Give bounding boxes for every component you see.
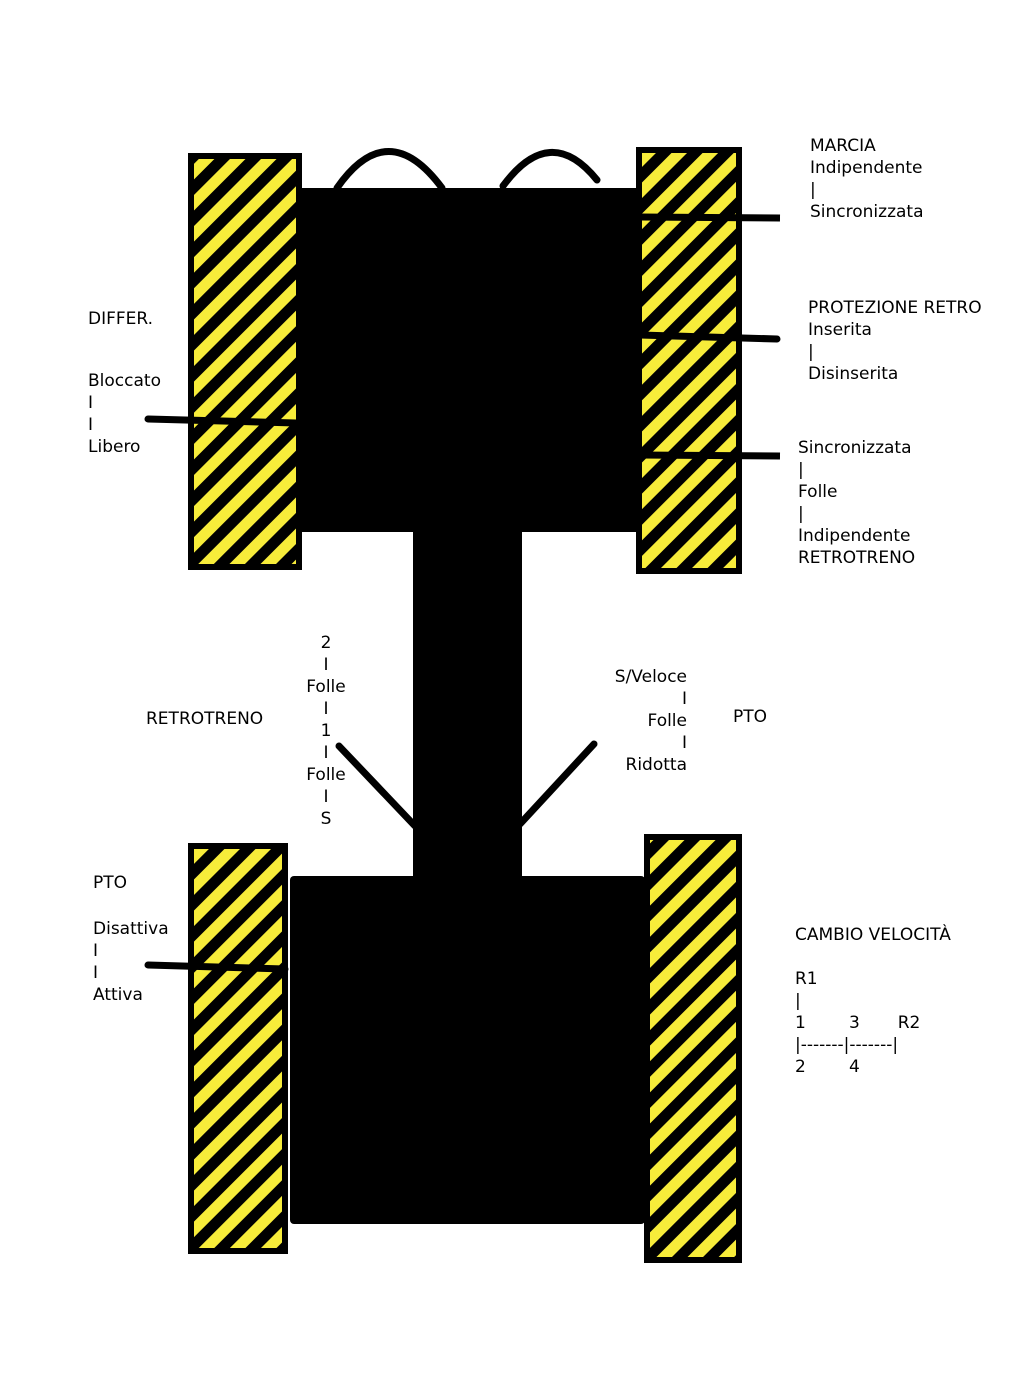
pto-front-lever [144,961,289,973]
pto-rear-mode-label: Sincronizzata | Folle | Indipendente RET… [798,438,916,568]
marcia-label: MARCIA Indipendente | Sincronizzata [810,136,924,222]
cambio-title: CAMBIO VELOCITÀ [795,925,951,945]
protezione-retro-lever [636,331,781,343]
rear-axle-body [290,876,645,1224]
pto-rear-mode-lever [639,451,781,460]
pto-speed-title: PTO [733,707,768,727]
front-right-wheel [636,147,742,574]
rear-right-wheel [644,834,742,1263]
right-fender-arc [499,149,601,190]
pto-speed-lever [516,740,598,828]
differ-options: Bloccato I I Libero [88,371,161,457]
protezione-retro-label: PROTEZIONE RETRO Inserita | Disinserita [808,298,982,384]
pto-speed-options: S/Veloce I Folle I Ridotta [614,667,687,775]
front-left-wheel [188,153,302,570]
retrotreno-lever [335,742,419,830]
pto-front-options: Disattiva I I Attiva [93,919,169,1005]
retrotreno-title: RETROTRENO [146,709,264,729]
pto-front-title: PTO [93,873,128,893]
retrotreno-gears: 2 I Folle I 1 I Folle I S [306,633,346,829]
differ-title: DIFFER. [88,309,154,329]
front-axle-body [298,188,640,532]
cambio-pattern: R1 | 1 3 R2 |-------|-------| 2 4 [795,969,921,1077]
chassis-beam [413,530,522,880]
left-fender-arc [333,148,446,192]
marcia-lever [639,213,781,222]
differ-lever [144,415,300,427]
rear-left-wheel [188,843,288,1254]
